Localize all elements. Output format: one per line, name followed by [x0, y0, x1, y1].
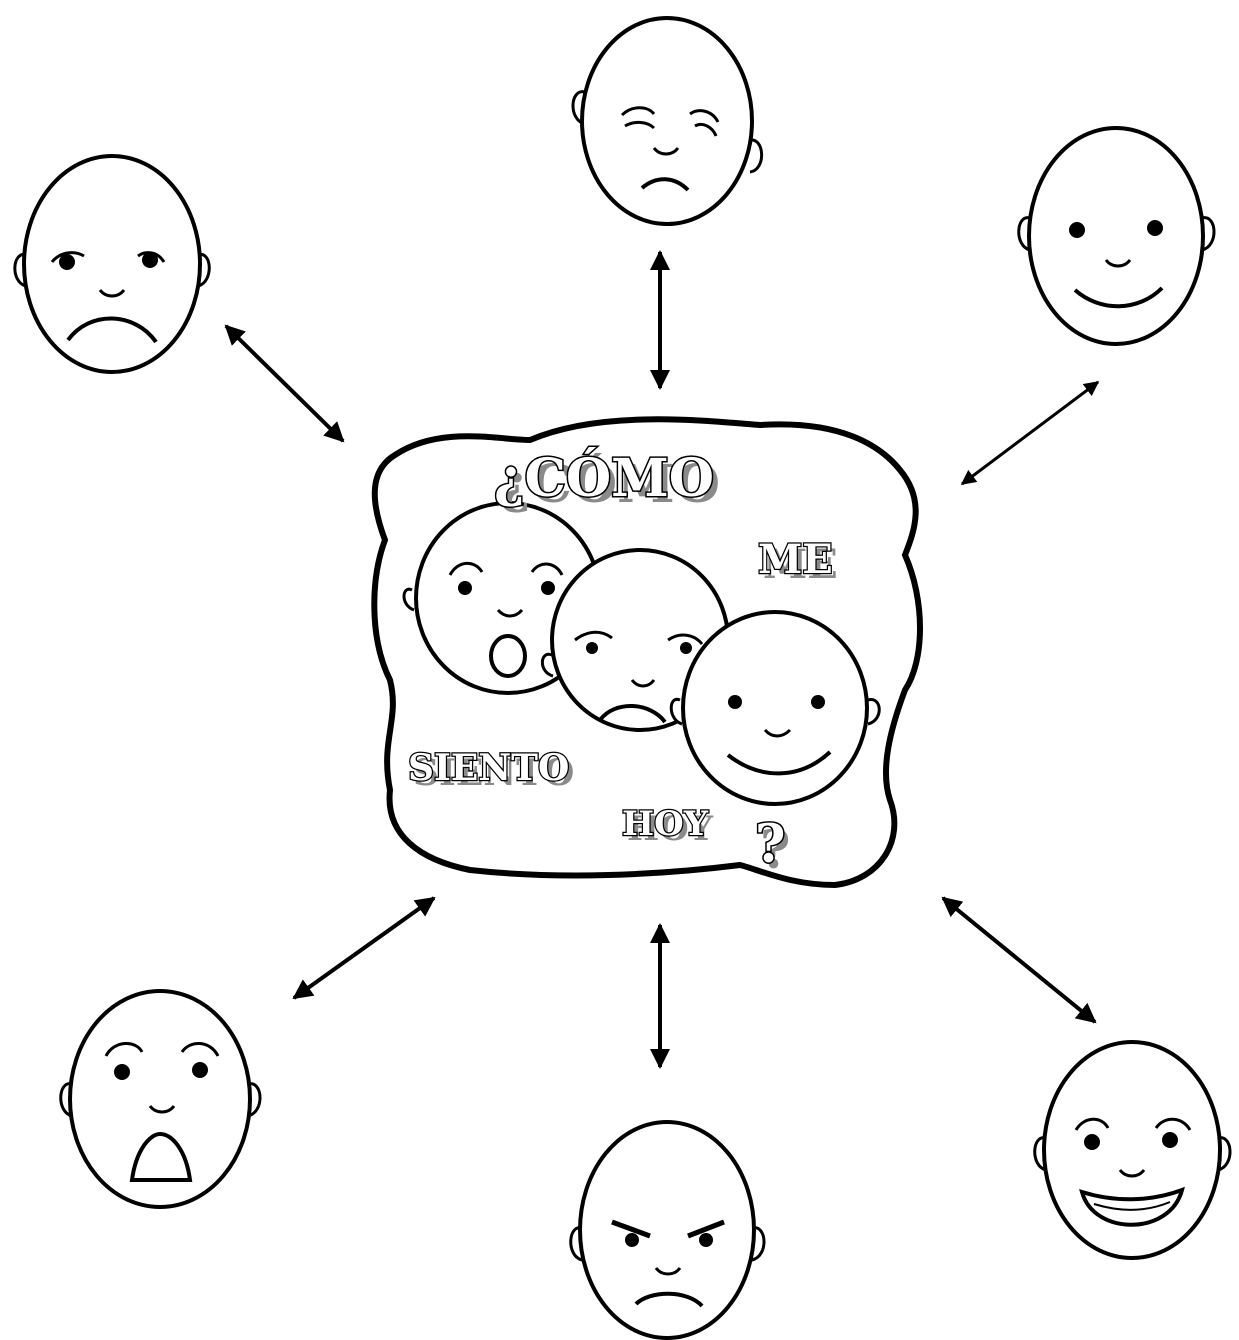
smiling-face-icon — [669, 610, 881, 806]
title-hoy: HOY HOY — [621, 803, 714, 849]
happy-face-icon — [1017, 126, 1216, 346]
svg-text:ME: ME — [758, 536, 833, 583]
svg-text:ME: ME — [763, 541, 838, 588]
arrow-laughing — [941, 896, 1097, 1024]
title-me: ME ME — [757, 535, 838, 588]
scared-face-icon — [59, 989, 262, 1209]
sad-face-icon — [13, 154, 211, 374]
arrow-scared — [292, 896, 436, 1000]
svg-text:HOY: HOY — [627, 809, 714, 849]
svg-text:¿CÓMO: ¿CÓMO — [494, 447, 714, 509]
title-como: ¿CÓMO ¿CÓMO — [493, 446, 721, 516]
svg-text:SIENTO: SIENTO — [408, 747, 569, 789]
center-cloud: ¿CÓMO ¿CÓMO ME ME SIENTO SIENTO HOY HOY … — [371, 416, 923, 889]
svg-text:HOY: HOY — [622, 804, 709, 844]
arrow-happy — [960, 380, 1100, 486]
laughing-face-icon — [1033, 1040, 1232, 1260]
svg-text:¿CÓMO: ¿CÓMO — [500, 453, 720, 515]
arrow-sad — [224, 324, 345, 443]
title-siento: SIENTO SIENTO — [407, 746, 575, 794]
connector-arrows — [224, 250, 1100, 1069]
svg-text:SIENTO: SIENTO — [413, 752, 574, 794]
tired-face-icon — [571, 16, 764, 226]
title-question-mark: ? ? — [754, 813, 791, 882]
angry-face-icon — [569, 1120, 766, 1340]
svg-text:?: ? — [760, 820, 790, 881]
svg-text:?: ? — [755, 814, 785, 875]
